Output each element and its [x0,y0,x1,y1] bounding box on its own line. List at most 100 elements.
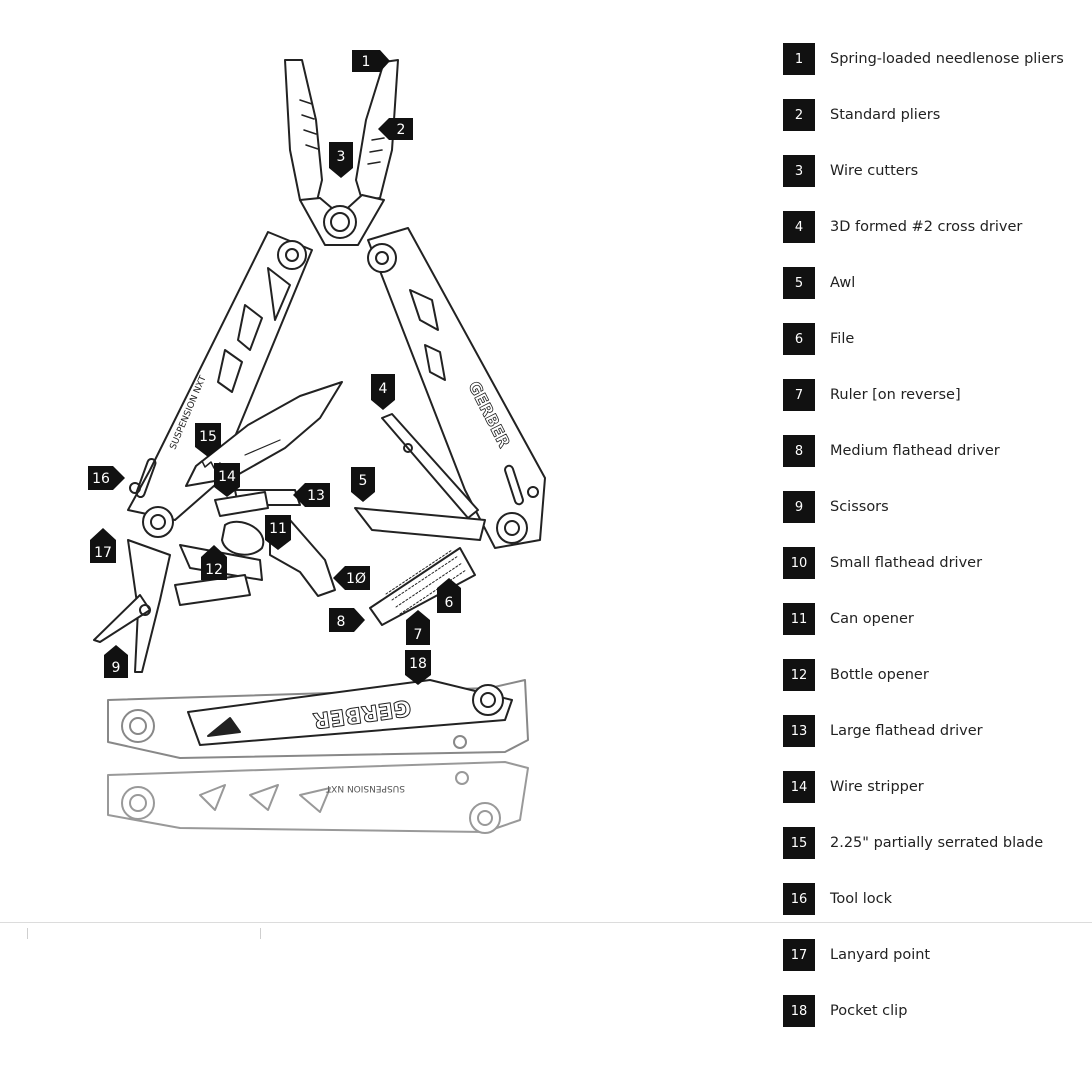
svg-text:9: 9 [112,660,121,676]
legend-item: 10 Small flathead driver [783,547,982,579]
legend-label: Large flathead driver [830,723,983,739]
svg-text:7: 7 [414,627,423,643]
legend-label: Medium flathead driver [830,443,1000,459]
legend-number-badge: 10 [783,547,815,579]
svg-text:15: 15 [199,429,217,445]
callout-10: 1Ø [333,566,370,590]
callout-11: 11 [265,515,291,550]
legend-number-badge: 11 [783,603,815,635]
svg-text:2: 2 [397,122,406,138]
legend-label: Lanyard point [830,947,931,963]
legend-item: 17 Lanyard point [783,939,930,971]
legend-item: 9 Scissors [783,491,889,523]
legend-number-badge: 5 [783,267,815,299]
legend-number-badge: 1 [783,43,815,75]
footer-divider [0,922,1092,923]
svg-text:18: 18 [409,656,427,672]
legend-item: 14 Wire stripper [783,771,924,803]
legend-number-badge: 9 [783,491,815,523]
legend-label: Pocket clip [830,1003,908,1019]
legend-label: Wire stripper [830,779,924,795]
legend-number-badge: 3 [783,155,815,187]
legend-item: 6 File [783,323,854,355]
file [369,547,476,626]
svg-text:13: 13 [307,488,325,504]
legend-number-badge: 8 [783,435,815,467]
legend-label: Bottle opener [830,667,929,683]
legend-label: Scissors [830,499,889,515]
legend-number-badge: 14 [783,771,815,803]
svg-text:3: 3 [337,149,346,165]
svg-text:11: 11 [269,521,287,537]
legend-item: 18 Pocket clip [783,995,907,1027]
footer-tick-left [27,928,28,939]
callout-16: 16 [88,466,125,490]
legend-item: 5 Awl [783,267,855,299]
small-tools [174,489,336,606]
legend-item: 8 Medium flathead driver [783,435,1000,467]
callouts: 1 2 3 4 5 6 7 [88,50,461,685]
legend-item: 12 Bottle opener [783,659,929,691]
legend-label: Wire cutters [830,163,919,179]
svg-text:4: 4 [379,381,388,397]
callout-14: 14 [214,463,240,497]
callout-6: 6 [437,578,461,613]
pliers [284,59,399,246]
legend-item: 3 Wire cutters [783,155,918,187]
callout-15: 15 [195,423,221,457]
svg-text:17: 17 [94,545,112,561]
legend-label: Awl [830,275,856,291]
svg-text:16: 16 [92,471,110,487]
legend-label: Ruler [on reverse] [830,387,961,403]
awl [354,507,486,541]
right-handle [367,227,546,549]
legend-item: 16 Tool lock [783,883,892,915]
legend-number-badge: 13 [783,715,815,747]
legend-number-badge: 6 [783,323,815,355]
knife-blade [185,381,343,487]
legend-number-badge: 18 [783,995,815,1027]
svg-text:6: 6 [445,595,454,611]
legend-number-badge: 15 [783,827,815,859]
callout-4: 4 [371,374,395,410]
svg-text:1Ø: 1Ø [346,571,366,587]
legend-item: 1 Spring-loaded needlenose pliers [783,43,1064,75]
legend-number-badge: 16 [783,883,815,915]
callout-5: 5 [351,467,375,502]
callout-17: 17 [90,528,116,563]
callout-8: 8 [329,608,365,632]
legend-item: 11 Can opener [783,603,914,635]
legend-number-badge: 17 [783,939,815,971]
legend-label: Spring-loaded needlenose pliers [830,51,1064,67]
closed-tool-model-text: SUSPENSION NXT [325,783,405,793]
legend-number-badge: 4 [783,211,815,243]
legend-label: File [830,331,855,347]
legend-label: 2.25" partially serrated blade [830,835,1044,851]
svg-text:1: 1 [362,54,371,70]
callout-2: 2 [378,118,413,140]
legend-label: Small flathead driver [830,555,983,571]
legend-label: Tool lock [830,891,893,907]
legend-item: 4 3D formed #2 cross driver [783,211,1022,243]
svg-text:8: 8 [337,614,346,630]
callout-12: 12 [201,545,227,580]
svg-text:12: 12 [205,562,223,578]
callout-9: 9 [104,645,128,678]
legend-label: Can opener [830,611,914,627]
scissors [93,539,171,673]
footer-tick-right [260,928,261,939]
callout-3: 3 [329,142,353,178]
multitool-diagram: SUSPENSION NXT GERBER [88,50,546,834]
svg-text:5: 5 [359,473,368,489]
callout-18: 18 [405,650,431,685]
cross-driver [381,413,479,519]
legend-number-badge: 12 [783,659,815,691]
legend-label: 3D formed #2 cross driver [830,219,1023,235]
left-handle [127,231,313,538]
callout-1: 1 [352,50,390,72]
callout-7: 7 [406,610,430,645]
legend-label: Standard pliers [830,107,941,123]
legend-item: 13 Large flathead driver [783,715,983,747]
